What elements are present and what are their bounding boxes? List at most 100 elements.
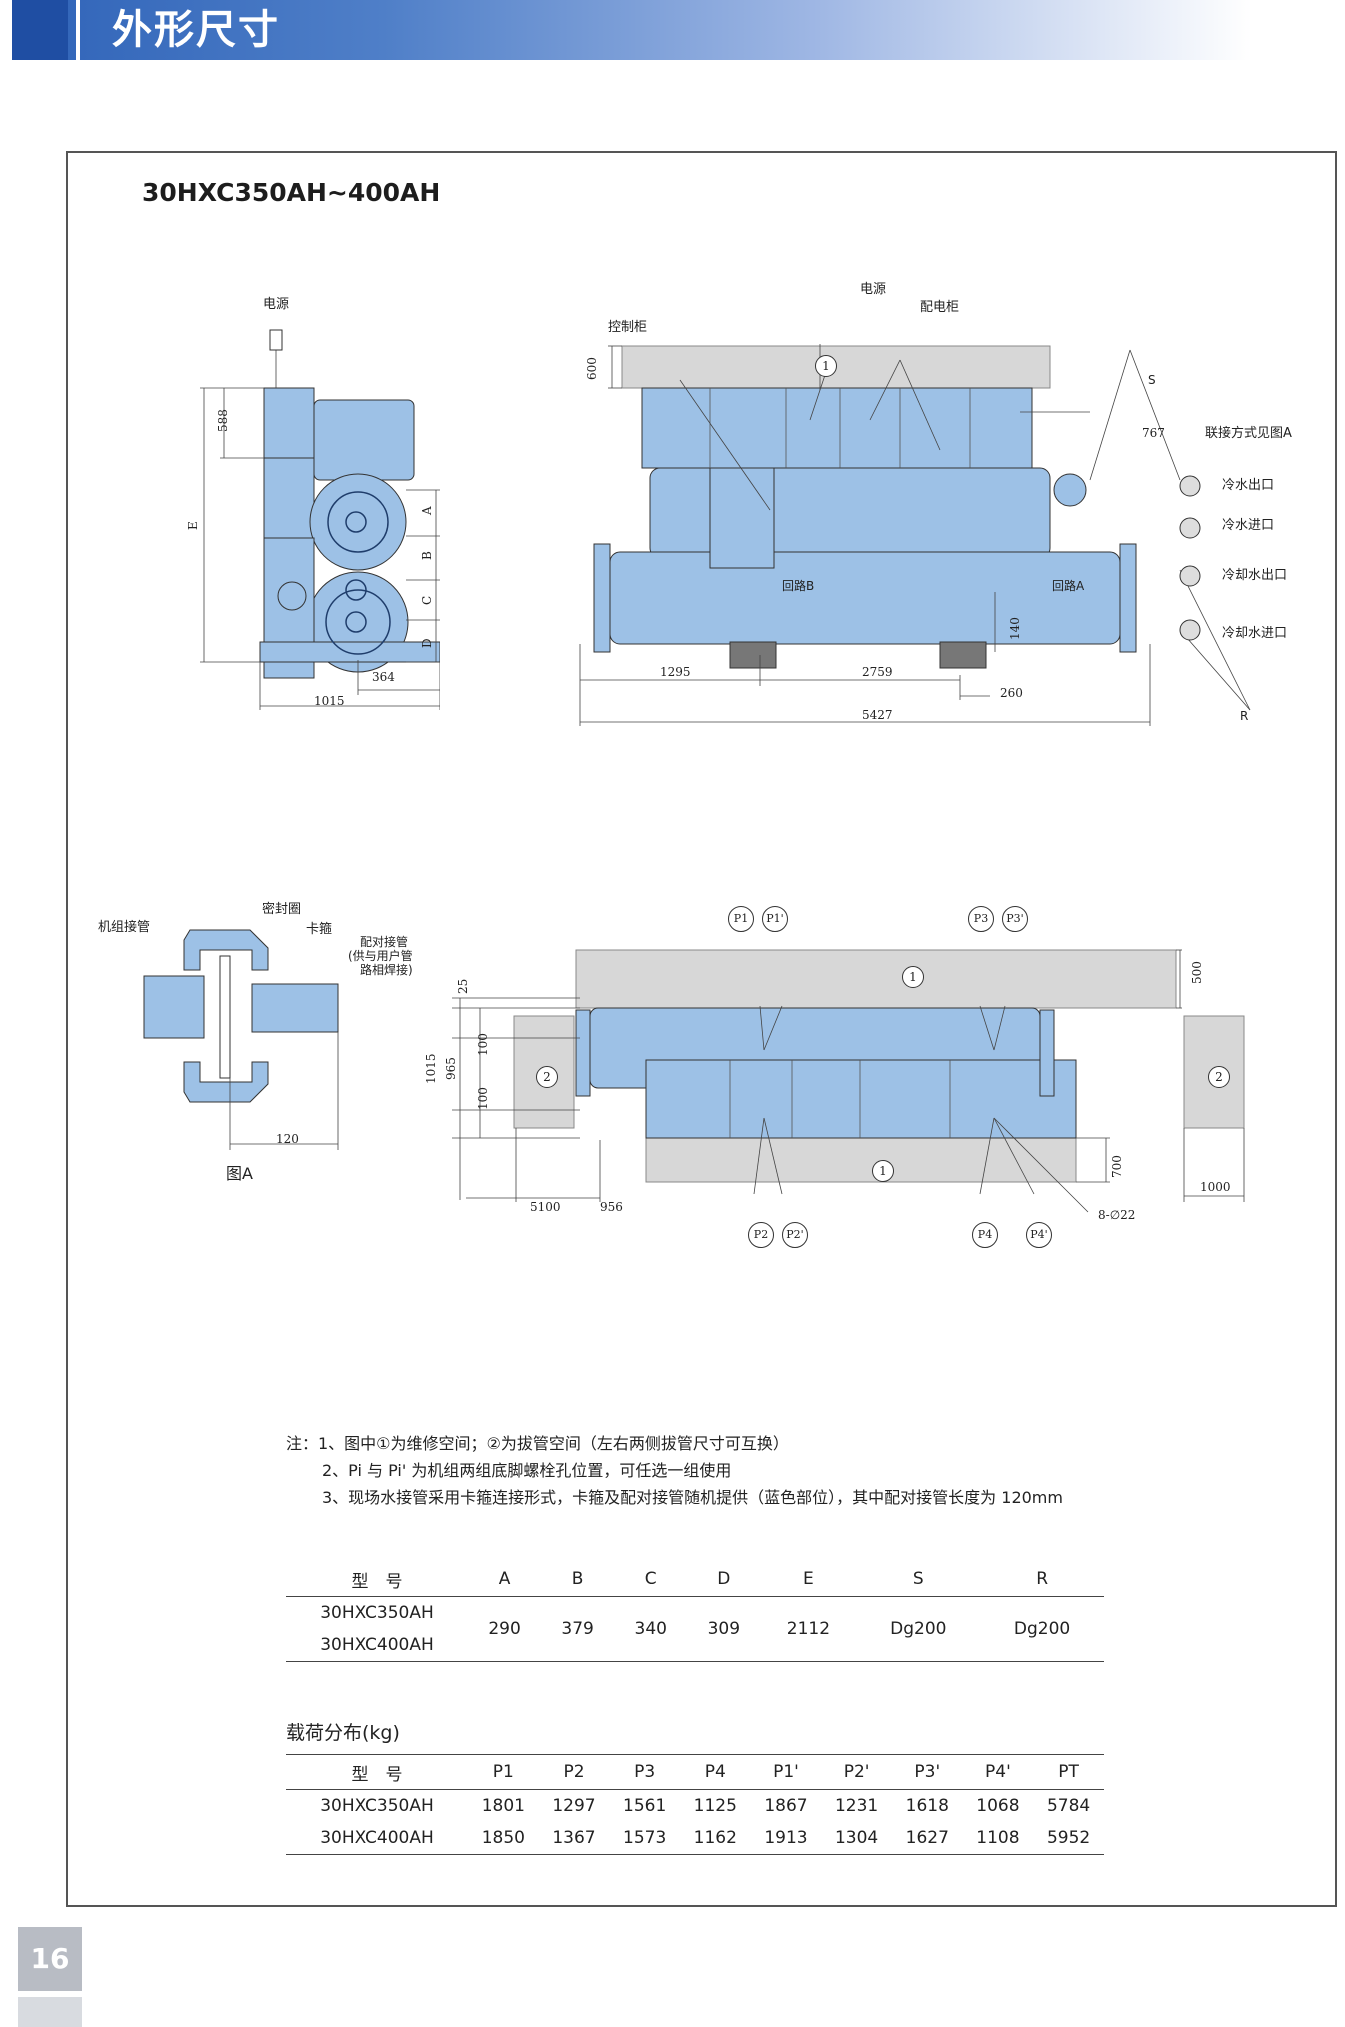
dim-140: 140 [1008, 617, 1022, 640]
dim-500: 500 [1190, 961, 1204, 984]
dim-col-c: C [614, 1562, 688, 1597]
dim-col-s: S [856, 1562, 981, 1597]
side-power-label: 电源 [263, 297, 290, 312]
dim-588: 588 [216, 409, 230, 432]
note-line-3: 3、现场水接管采用卡箍连接形式，卡箍及配对接管随机提供（蓝色部位），其中配对接管… [322, 1488, 1063, 1507]
dim-value-c: 340 [614, 1596, 688, 1662]
load-cell: 1913 [750, 1822, 822, 1855]
p4-mark: P4 [972, 1222, 998, 1248]
dim-model-1: 30HXC350AH [320, 1603, 434, 1623]
p4-prime-mark: P4' [1026, 1222, 1052, 1248]
dim-value-b: 379 [541, 1596, 615, 1662]
dim-2759: 2759 [862, 665, 893, 679]
load-distribution-title: 载荷分布(kg) [286, 1722, 400, 1744]
load-col-p4-prime: P4' [962, 1754, 1034, 1790]
load-cell: 5952 [1033, 1822, 1104, 1855]
load-cell: 30HXC350AH [320, 1796, 434, 1816]
dim-700: 700 [1110, 1155, 1124, 1178]
front-view-drawing [579, 344, 1251, 726]
note-line-2: 2、Pi 与 Pi' 为机组两组底脚螺栓孔位置，可任选一组使用 [322, 1461, 732, 1480]
load-cell: 1068 [976, 1796, 1020, 1816]
load-table: 型 号 P1 P2 P3 P4 P1' P2' P3' P4' PT 30HXC… [286, 1754, 1104, 1855]
mating-pipe-label-3: 路相焊接) [360, 963, 413, 977]
dim-120: 120 [276, 1132, 299, 1146]
dim-col-d: D [687, 1562, 761, 1597]
distribution-cabinet-label: 配电柜 [920, 300, 960, 315]
dim-value-d: 309 [687, 1596, 761, 1662]
load-cell: 1125 [693, 1796, 737, 1816]
load-cell: 1627 [891, 1822, 963, 1855]
load-cell: 1297 [552, 1796, 596, 1816]
mating-pipe-label-2: (供与用户管 [348, 949, 413, 963]
load-cell: 1304 [821, 1822, 892, 1855]
dim-767: 767 [1142, 426, 1165, 440]
service-space-mark-top: 1 [815, 355, 837, 377]
dim-260: 260 [1000, 686, 1023, 700]
p2-mark: P2 [748, 1222, 774, 1248]
seal-label: 密封圈 [262, 902, 302, 917]
load-cell: 5784 [1046, 1796, 1091, 1816]
dim-956: 956 [600, 1200, 623, 1214]
dim-100-top: 100 [476, 1033, 490, 1056]
load-col-p1-prime: P1' [750, 1754, 822, 1790]
control-cabinet-label: 控制柜 [608, 320, 648, 335]
notes-block: 注：1、图中①为维修空间；②为拔管空间（左右两侧拔管尺寸可互换） 2、Pi 与 … [286, 1430, 1063, 1511]
load-col-p2-prime: P2' [821, 1754, 892, 1790]
load-cell: 1367 [538, 1822, 610, 1855]
load-cell: 1162 [679, 1822, 751, 1855]
dim-value-e: 2112 [760, 1596, 857, 1662]
dim-25: 25 [456, 978, 470, 994]
load-col-p3: P3 [609, 1754, 680, 1790]
dim-value-a: 290 [468, 1596, 542, 1662]
dim-5100: 5100 [530, 1200, 561, 1214]
dim-1015-side: 1015 [314, 694, 345, 708]
load-cell: 1231 [834, 1796, 879, 1816]
load-col-p4: P4 [679, 1754, 751, 1790]
dim-1015-plan: 1015 [424, 1053, 438, 1084]
mating-pipe-label-1: 配对接管 [360, 935, 409, 949]
load-cell: 1561 [623, 1796, 667, 1816]
table-row: 30HXC400AH 1850 1367 1573 1162 1913 1304… [286, 1822, 1104, 1855]
table-row: 30HXC350AH 290 379 340 309 2112 Dg200 Dg… [286, 1596, 1104, 1662]
header-accent [12, 0, 68, 60]
circuit-a-label: 回路A [1052, 579, 1085, 593]
load-cell: 1801 [481, 1796, 525, 1816]
dim-364: 364 [372, 670, 395, 684]
dim-col-r: R [980, 1562, 1104, 1597]
load-cell: 1618 [905, 1796, 949, 1816]
table-row: 30HXC350AH 1801 1297 1561 1125 1867 1231… [286, 1790, 1104, 1823]
table-row: 30HXC400AH [286, 1629, 1104, 1662]
load-cell: 1108 [962, 1822, 1034, 1855]
drawing-frame [66, 151, 1337, 1907]
load-cell: 30HXC400AH [286, 1822, 468, 1855]
dimension-table-header: 型 号 A B C D E S R [286, 1562, 1104, 1597]
chilled-water-outlet-label: 冷水出口 [1222, 478, 1275, 493]
dim-b: B [420, 551, 434, 560]
dim-model-2: 30HXC400AH [286, 1629, 468, 1662]
model-heading: 30HXC350AH~400AH [142, 178, 441, 207]
dim-600: 600 [585, 357, 599, 380]
header-divider [76, 0, 80, 60]
service-space-mark-plan-top: 1 [902, 966, 924, 988]
dim-1000: 1000 [1200, 1180, 1231, 1194]
label-r: R [1240, 709, 1249, 723]
unit-pipe-label: 机组接管 [98, 920, 151, 935]
load-col-model: 型 号 [286, 1754, 468, 1790]
side-view-drawing [200, 329, 440, 710]
dim-bolt-holes: 8-∅22 [1098, 1208, 1136, 1222]
dim-5427: 5427 [862, 708, 893, 722]
pull-space-mark-right: 2 [1208, 1066, 1230, 1088]
dim-1295: 1295 [660, 665, 691, 679]
load-col-p3-prime: P3' [891, 1754, 963, 1790]
dim-965: 965 [444, 1057, 458, 1080]
load-cell: 1573 [609, 1822, 680, 1855]
dim-d: D [420, 638, 434, 648]
load-col-p1: P1 [468, 1754, 539, 1790]
detail-a-drawing [143, 929, 339, 1150]
dim-e: E [186, 521, 200, 530]
dim-col-a: A [468, 1562, 542, 1597]
front-power-label: 电源 [860, 282, 887, 297]
cooling-water-inlet-label: 冷却水进口 [1222, 626, 1288, 641]
page-tab-decoration [18, 1997, 82, 2027]
header-band: 外形尺寸 [12, 0, 1252, 60]
